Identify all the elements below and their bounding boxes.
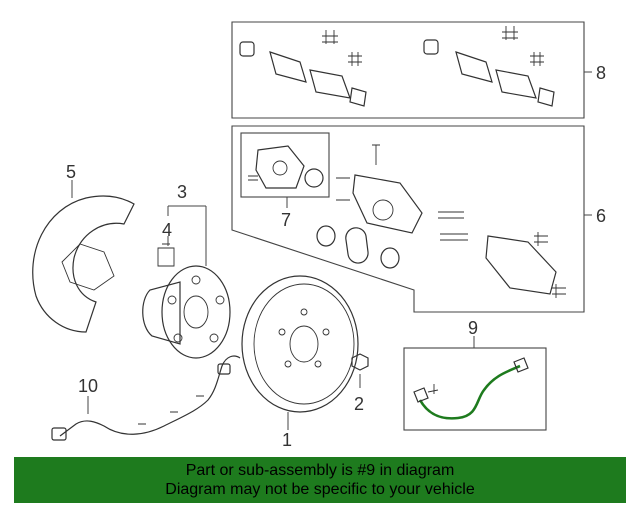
clip-icon	[349, 87, 367, 107]
caliper-piston-icon	[372, 199, 394, 221]
hose-fitting-icon	[413, 387, 429, 403]
splash-shield-group[interactable]: 5	[32, 162, 135, 333]
callout-4[interactable]: 4	[162, 220, 172, 240]
shim-clip-icon	[552, 284, 566, 298]
set-screw-icon	[351, 353, 369, 371]
brake-hose-frame	[403, 347, 547, 431]
seal-ring-icon	[304, 168, 324, 188]
notice-line-2: Diagram may not be specific to your vehi…	[165, 481, 475, 498]
bleeder-screw-icon	[372, 144, 380, 165]
seal-ring-icon	[316, 225, 336, 247]
lug-hole-icon	[278, 328, 286, 336]
rotor-bore-icon	[289, 325, 319, 363]
splash-shield-icon	[32, 195, 135, 333]
shim-clip-icon	[502, 26, 518, 40]
callout-5[interactable]: 5	[66, 162, 76, 182]
hub-bearing-icon	[142, 281, 181, 345]
rotor-face-icon	[253, 283, 355, 405]
shim-clip-icon	[530, 52, 544, 66]
wire-clip-icon	[138, 395, 204, 425]
lug-hole-icon	[191, 275, 201, 285]
lug-hole-icon	[300, 308, 308, 316]
lug-hole-icon	[167, 295, 177, 305]
lug-hole-icon	[284, 360, 292, 368]
caliper-bracket-icon	[485, 235, 557, 295]
notice-line-1: Part or sub-assembly is #9 in diagram	[185, 462, 455, 479]
bolt-icon	[248, 175, 258, 181]
clip-icon	[239, 41, 255, 57]
callout-6[interactable]: 6	[596, 206, 606, 226]
pad-set-frame	[231, 21, 585, 119]
guide-pin-icon	[438, 211, 464, 219]
parts-diagram: 8 6 7 5	[32, 21, 606, 450]
hub-flange-icon	[161, 265, 231, 359]
bolt-icon	[336, 177, 350, 201]
shim-clip-icon	[322, 30, 338, 44]
callout-8[interactable]: 8	[596, 63, 606, 83]
caliper-housing-icon	[255, 145, 305, 189]
caliper-frame	[231, 125, 585, 313]
caliper-piston-icon	[272, 160, 288, 176]
lug-hole-icon	[209, 333, 219, 343]
callout-2[interactable]: 2	[354, 394, 364, 414]
abs-sensor-group[interactable]: 10	[51, 355, 241, 441]
caliper-group[interactable]: 6	[231, 125, 606, 313]
brake-pad-icon	[455, 51, 493, 83]
leader-bracket	[167, 205, 207, 266]
brake-pad-icon	[269, 51, 307, 83]
caliper-kit-group[interactable]: 7	[240, 132, 330, 230]
screw-group[interactable]: 2	[351, 353, 369, 414]
guide-pin-icon	[440, 233, 468, 241]
brake-hose-icon	[418, 364, 521, 420]
brake-hose-group[interactable]: 9	[403, 318, 547, 431]
hub-bore-icon	[183, 295, 209, 329]
callout-1[interactable]: 1	[282, 430, 292, 450]
clip-icon	[423, 39, 439, 55]
lug-hole-icon	[314, 360, 322, 368]
hub-group[interactable]: 3 4	[142, 182, 231, 359]
caliper-body-icon	[352, 174, 423, 234]
piston-icon	[345, 227, 369, 264]
seal-ring-icon	[380, 247, 400, 269]
hose-clip-icon	[427, 384, 439, 394]
sensor-head-icon	[217, 363, 231, 375]
callout-7[interactable]: 7	[281, 210, 291, 230]
brake-pad-icon	[495, 69, 537, 99]
notice-banner: Part or sub-assembly is #9 in diagram Di…	[14, 457, 626, 503]
lug-hole-icon	[215, 295, 225, 305]
sensor-wire-icon	[59, 355, 241, 437]
lug-hole-icon	[173, 333, 183, 343]
callout-10[interactable]: 10	[78, 376, 98, 396]
lug-hole-icon	[322, 328, 330, 336]
shim-clip-icon	[348, 52, 362, 66]
wheel-stud-icon	[157, 243, 175, 267]
brake-pad-icon	[309, 69, 351, 99]
callout-3[interactable]: 3	[177, 182, 187, 202]
caliper-kit-frame	[240, 132, 330, 198]
rotor-disc-icon	[241, 275, 359, 413]
callout-9[interactable]: 9	[468, 318, 478, 338]
shield-cutout-icon	[61, 243, 115, 291]
clip-icon	[537, 87, 555, 107]
hose-fitting-icon	[513, 357, 529, 373]
pad-set-group[interactable]: 8	[231, 21, 606, 119]
sensor-connector-icon	[51, 427, 67, 441]
shim-clip-icon	[534, 232, 548, 246]
rotor-group[interactable]: 1	[241, 275, 359, 450]
